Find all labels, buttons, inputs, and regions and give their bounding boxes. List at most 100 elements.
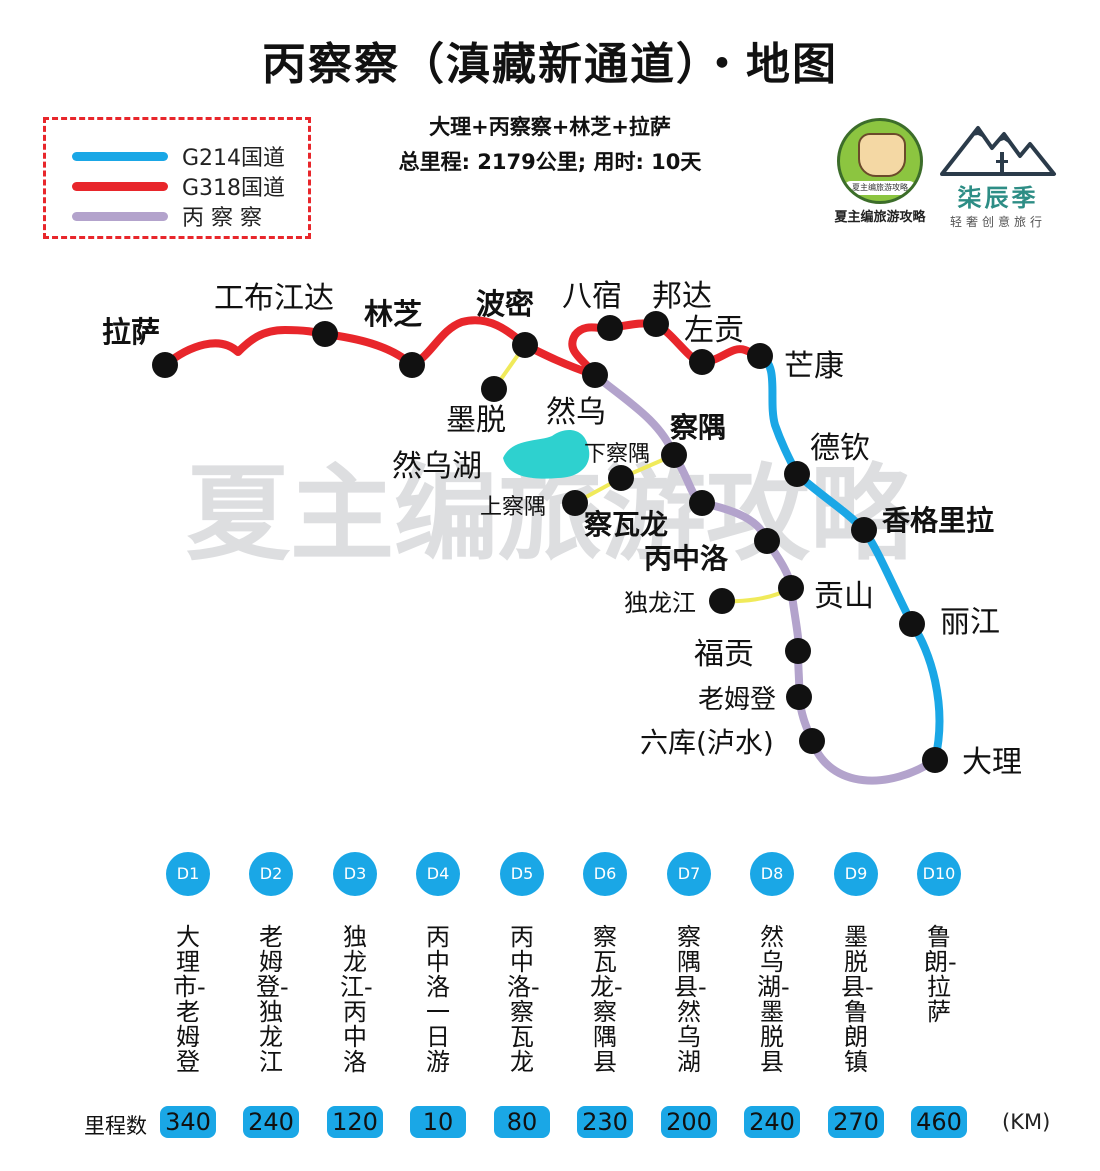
qichenji-logo-name: 柒辰季: [957, 184, 1039, 212]
stop-label-dali: 大理: [962, 745, 1022, 780]
km-pill-d4: 10: [410, 1106, 466, 1138]
legend-swatch-bingchacha: [72, 211, 168, 221]
stop-label-xiachayu: 下察隅: [584, 442, 650, 467]
stop-label-mangkang: 芒康: [784, 349, 844, 384]
stop-label-motuo: 墨脱: [446, 403, 506, 438]
stop-label-gongbujiangda: 工布江达: [214, 281, 334, 316]
legend-swatch-g214: [72, 151, 168, 161]
day-route-d8: 然乌湖-墨脱县: [757, 923, 790, 1076]
stop-dot-liuku: [799, 728, 825, 754]
stop-label-laomudeng: 老姆登: [698, 685, 776, 715]
stop-label-linzhi: 林芝: [364, 297, 422, 331]
stop-dot-bingzhongluo: [754, 528, 780, 554]
qichenji-logo: 柒辰季 轻奢创意旅行: [938, 118, 1058, 230]
legend-label-g318: G318国道: [182, 176, 286, 201]
stop-label-lasa: 拉萨: [102, 315, 160, 349]
km-unit: (KM): [1002, 1110, 1051, 1134]
stop-dot-motuo: [481, 376, 507, 402]
route-map: 夏主编旅游攻略 拉萨 工布江达 林芝 波密 八: [102, 279, 1022, 785]
legend-item-g318: G318国道: [72, 170, 285, 202]
km-pill-d9: 270: [828, 1106, 884, 1138]
stop-label-shangchayu: 上察隅: [480, 495, 546, 520]
day-badge-d2: D2: [249, 852, 293, 896]
stop-dot-fugong: [785, 638, 811, 664]
legend-swatch-g318: [72, 181, 168, 191]
stop-label-chawalong: 察瓦龙: [584, 508, 668, 541]
day-badge-d8: D8: [750, 852, 794, 896]
stop-dot-linzhi: [399, 352, 425, 378]
day-route-d5: 丙中洛-察瓦龙: [507, 923, 540, 1076]
mascot-badge: 夏主编旅游攻略: [844, 181, 916, 195]
day-badge-d6: D6: [583, 852, 627, 896]
km-pill-d1: 340: [160, 1106, 216, 1138]
km-pill-d10: 460: [911, 1106, 967, 1138]
lake-ranwuhu-shape: [503, 430, 590, 479]
day-badge-d1: D1: [166, 852, 210, 896]
stop-label-xianggelila: 香格里拉: [882, 504, 994, 537]
stop-dot-chayu: [661, 442, 687, 468]
qichenji-logo-slogan: 轻奢创意旅行: [949, 215, 1046, 229]
stop-label-zuogong: 左贡: [684, 313, 744, 348]
route-bingchacha: [591, 371, 939, 785]
stop-label-bangda: 邦达: [652, 279, 712, 314]
route-summary-stats: 总里程: 2179公里; 用时: 10天: [398, 150, 702, 174]
stop-label-ranwuhu: 然乌湖: [392, 449, 482, 484]
km-pill-d6: 230: [577, 1106, 633, 1138]
km-label: 里程数: [84, 1114, 147, 1138]
stop-label-gongshan: 贡山: [814, 579, 874, 614]
mascot-face: [858, 133, 906, 177]
stop-label-chayu: 察隅: [670, 411, 726, 444]
route-g318: [161, 316, 764, 379]
map-legend: G214国道 G318国道 丙 察 察: [43, 117, 311, 239]
stop-dot-bangda: [643, 311, 669, 337]
day-route-d1: 大理市-老姆登: [173, 923, 206, 1076]
route-summary: 大理+丙察察+林芝+拉萨 总里程: 2179公里; 用时: 10天: [330, 110, 770, 180]
legend-label-g214: G214国道: [182, 146, 286, 171]
stop-dot-laomudeng: [786, 684, 812, 710]
day-badge-d3: D3: [333, 852, 377, 896]
stop-label-bomi: 波密: [476, 287, 534, 321]
stop-dot-ranwu: [582, 362, 608, 388]
stop-label-lijiang: 丽江: [940, 605, 1000, 640]
km-pill-d8: 240: [744, 1106, 800, 1138]
stop-label-bingzhongluo: 丙中洛: [644, 542, 729, 575]
stop-label-fugong: 福贡: [694, 637, 754, 672]
stop-dot-zuogong: [689, 349, 715, 375]
km-pill-d2: 240: [243, 1106, 299, 1138]
stop-dot-bomi: [512, 332, 538, 358]
stop-dot-xianggelila: [851, 517, 877, 543]
stop-dot-lasa: [152, 352, 178, 378]
km-pill-d5: 80: [494, 1106, 550, 1138]
stop-dot-gongshan: [778, 575, 804, 601]
day-badge-d4: D4: [416, 852, 460, 896]
km-pill-d3: 120: [327, 1106, 383, 1138]
legend-item-g214: G214国道: [72, 140, 285, 172]
stop-dot-deqin: [784, 461, 810, 487]
day-route-d4: 丙中洛一日游: [426, 923, 450, 1076]
stop-dot-xiachayu: [608, 465, 634, 491]
day-route-d7: 察隅县-然乌湖: [674, 923, 707, 1076]
day-badge-d9: D9: [834, 852, 878, 896]
day-route-d9: 墨脱县-鲁朗镇: [841, 923, 874, 1076]
stop-dot-dulongjiang: [709, 588, 735, 614]
day-route-d10: 鲁朗-拉萨: [924, 923, 957, 1026]
stop-dot-gongbujiangda: [312, 321, 338, 347]
stop-label-liuku: 六库(泸水): [640, 726, 774, 759]
stop-dot-shangchayu: [562, 490, 588, 516]
stop-dot-chawalong: [689, 490, 715, 516]
mountain-icon: [940, 126, 1056, 176]
stop-label-deqin: 德钦: [810, 431, 870, 466]
route-g214: [756, 352, 944, 764]
day-badge-d5: D5: [500, 852, 544, 896]
day-route-d3: 独龙江-丙中洛: [340, 923, 373, 1076]
km-pill-d7: 200: [661, 1106, 717, 1138]
legend-label-bingchacha: 丙 察 察: [182, 206, 262, 231]
xia-zhubian-logo-text: 夏主编旅游攻略: [834, 210, 926, 225]
stop-label-ranwu: 然乌: [546, 395, 606, 430]
map-stops: [152, 311, 948, 773]
cat-mascot-icon: 夏主编旅游攻略: [837, 118, 923, 204]
xia-zhubian-logo: 夏主编旅游攻略 夏主编旅游攻略: [829, 118, 931, 225]
route-summary-stops: 大理+丙察察+林芝+拉萨: [429, 115, 671, 139]
day-badge-d7: D7: [667, 852, 711, 896]
stop-dot-mangkang: [747, 343, 773, 369]
